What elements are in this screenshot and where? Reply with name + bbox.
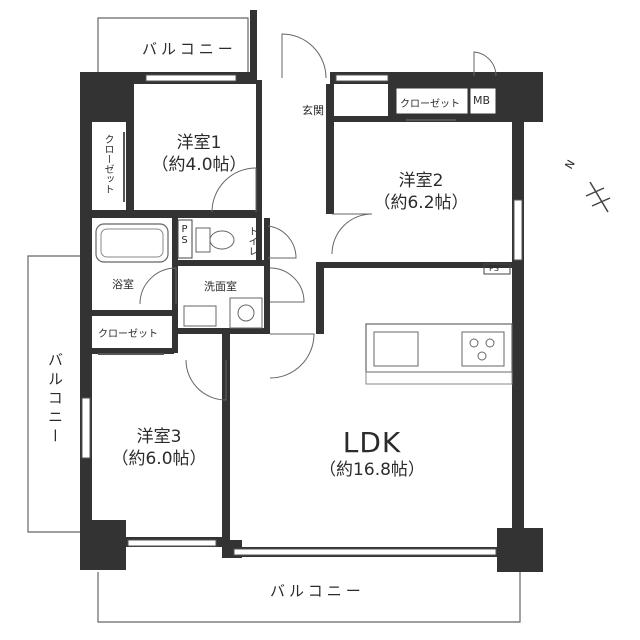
room3-label: 洋室3 （約6.0帖） xyxy=(104,426,214,470)
room2-name: 洋室2 xyxy=(398,171,444,191)
closet-left-label: クローゼット xyxy=(102,134,113,194)
ps-boxes xyxy=(177,219,511,275)
room1-name: 洋室1 xyxy=(176,133,222,153)
kitchen-counter xyxy=(365,323,513,385)
room1-label: 洋室1 （約4.0帖） xyxy=(146,132,252,176)
balcony-left-outline xyxy=(27,255,80,533)
room1-size: （約4.0帖） xyxy=(151,155,247,175)
north-arrow xyxy=(585,181,611,213)
balcony-bottom-outline xyxy=(97,572,521,623)
ldk-size: （約16.8帖） xyxy=(319,460,425,480)
closet-mid-label: クローゼット xyxy=(98,329,158,340)
bath-label: 浴室 xyxy=(112,278,134,291)
balcony-left-label: バルコニー xyxy=(46,352,64,447)
windows xyxy=(81,74,523,556)
door-swings xyxy=(139,33,497,401)
mb-label: MB xyxy=(473,94,491,107)
entrance-label: 玄関 xyxy=(302,104,324,117)
balcony-top-outline xyxy=(97,17,249,76)
balcony-bottom-label: バルコニー xyxy=(270,582,365,600)
balcony-top-label: バルコニー xyxy=(142,40,237,58)
room2-size: （約6.2帖） xyxy=(373,193,469,213)
closet-top-label: クローゼット xyxy=(400,99,460,110)
room3-name: 洋室3 xyxy=(136,427,182,447)
ldk-name: LDK xyxy=(342,426,402,459)
bathtub xyxy=(95,223,169,263)
ldk-label: LDK （約16.8帖） xyxy=(302,426,442,481)
toilet-label: トイレ xyxy=(246,226,257,256)
washroom-label: 洗面室 xyxy=(204,280,237,293)
balcony-outlines xyxy=(27,17,521,623)
ps-left-label: PS xyxy=(179,224,190,246)
closet-doors xyxy=(98,119,456,355)
room2-label: 洋室2 （約6.2帖） xyxy=(366,170,476,214)
interior-walls xyxy=(92,80,514,540)
storage-boxes xyxy=(395,87,497,115)
toilet-fixture xyxy=(195,227,235,253)
ps-right-label: PS xyxy=(489,264,499,273)
washroom-fixtures xyxy=(183,297,263,329)
room3-size: （約6.0帖） xyxy=(111,449,207,469)
